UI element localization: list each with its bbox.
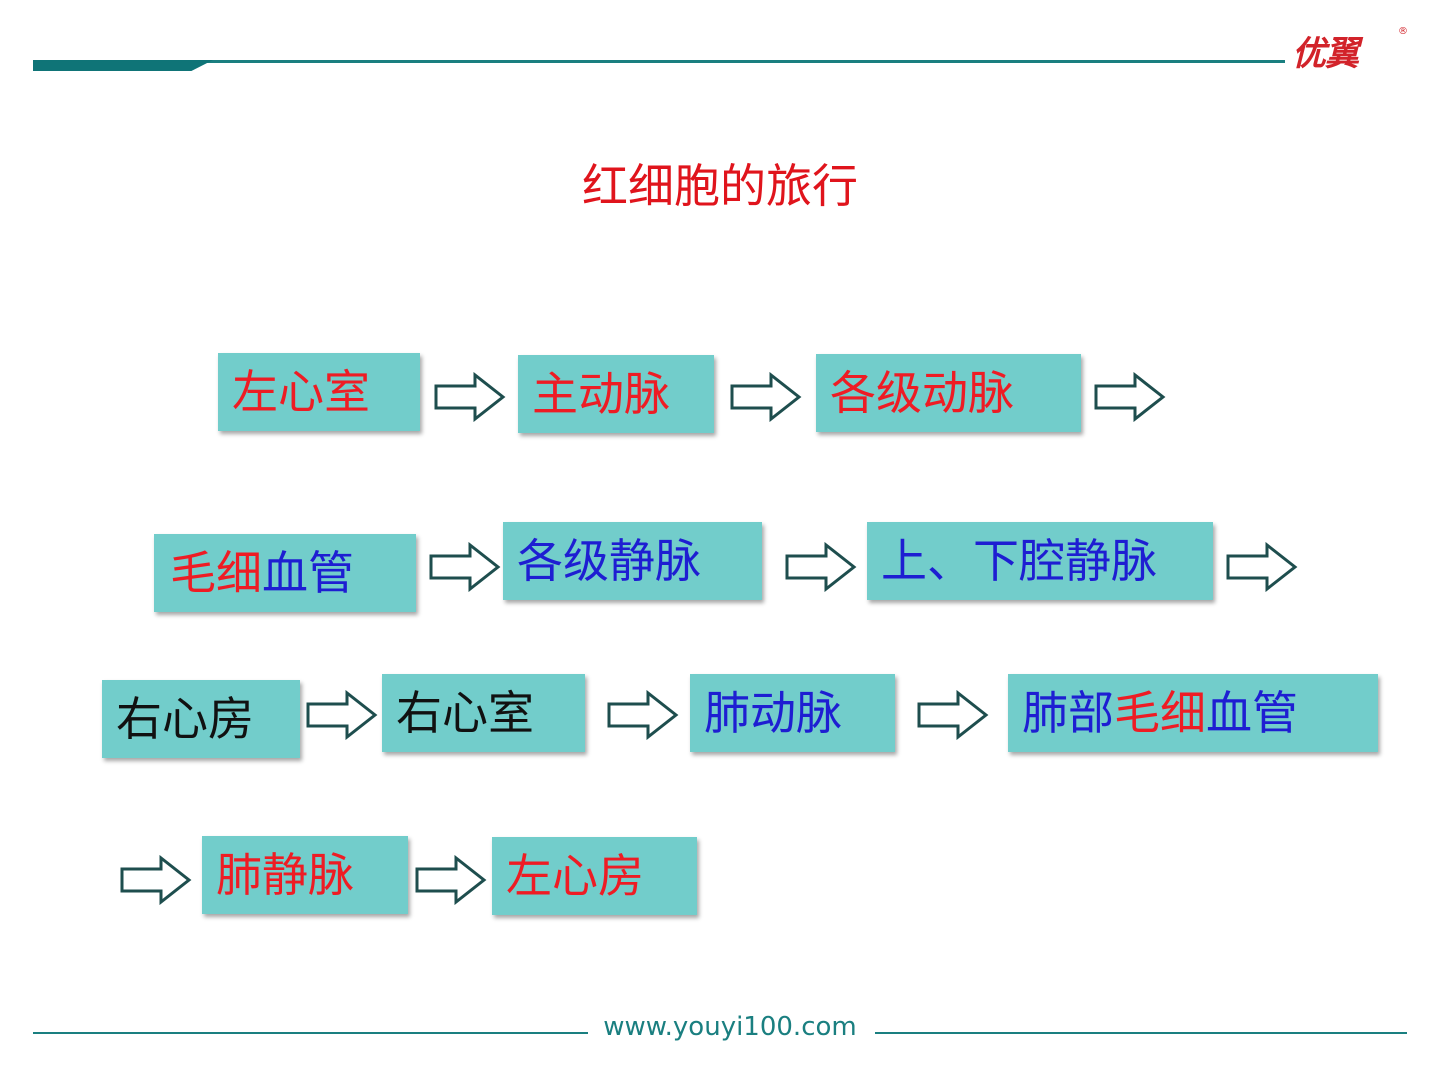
box-vena-cava: 上、下腔静脉 xyxy=(867,522,1213,600)
arrow-icon xyxy=(429,542,501,592)
box-label: 各级静脉 xyxy=(517,534,701,588)
box-label-part: 肺部 xyxy=(1022,686,1114,740)
box-label: 右心室 xyxy=(396,686,534,740)
box-capillaries: 毛细血管 xyxy=(154,534,416,612)
box-pulmonary-vein: 肺静脉 xyxy=(202,836,408,914)
brand-logo: 优翼 xyxy=(1292,34,1359,74)
footer-rule-left xyxy=(33,1032,588,1034)
box-left-ventricle: 左心室 xyxy=(218,353,420,431)
box-right-ventricle: 右心室 xyxy=(382,674,585,752)
box-aorta: 主动脉 xyxy=(518,355,714,433)
box-veins: 各级静脉 xyxy=(503,522,762,600)
slide-title: 红细胞的旅行 xyxy=(582,159,858,213)
footer-rule-right xyxy=(875,1032,1407,1034)
arrow-icon xyxy=(730,372,802,422)
box-label-part: 毛细 xyxy=(1114,686,1206,740)
box-label: 主动脉 xyxy=(532,367,670,421)
box-left-atrium: 左心房 xyxy=(492,837,697,915)
arrow-icon xyxy=(306,690,378,740)
arrow-icon xyxy=(434,372,506,422)
arrow-icon xyxy=(1226,542,1298,592)
box-right-atrium: 右心房 xyxy=(102,680,300,758)
header-rule xyxy=(33,60,1285,63)
box-label: 肺动脉 xyxy=(704,686,842,740)
arrow-icon xyxy=(607,690,679,740)
box-arteries: 各级动脉 xyxy=(816,354,1081,432)
registered-mark: ® xyxy=(1398,26,1408,37)
box-label-part: 血管 xyxy=(262,546,354,600)
box-pulmonary-artery: 肺动脉 xyxy=(690,674,895,752)
box-lung-capillaries: 肺部毛细血管 xyxy=(1008,674,1378,752)
box-label: 上、下腔静脉 xyxy=(881,534,1157,588)
box-label: 各级动脉 xyxy=(830,366,1014,420)
arrow-icon xyxy=(1094,372,1166,422)
box-label-part: 血管 xyxy=(1206,686,1298,740)
box-label: 肺静脉 xyxy=(216,848,354,902)
header-accent-bar xyxy=(33,60,213,71)
box-label-part: 毛细 xyxy=(170,546,262,600)
arrow-icon xyxy=(785,542,857,592)
box-label: 左心房 xyxy=(506,849,644,903)
box-label: 左心室 xyxy=(232,365,370,419)
arrow-icon xyxy=(120,855,192,905)
footer-url: www.youyi100.com xyxy=(603,1012,857,1042)
arrow-icon xyxy=(415,855,487,905)
arrow-icon xyxy=(917,690,989,740)
box-label: 右心房 xyxy=(116,692,254,746)
